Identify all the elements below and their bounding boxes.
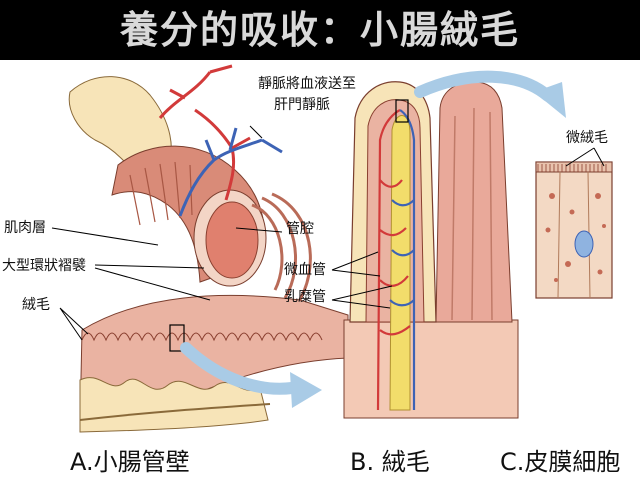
- capillary-blue: [389, 109, 416, 410]
- label-capillary: 微血管: [284, 262, 326, 278]
- arrow-b-to-c-head: [534, 82, 566, 118]
- villi-surface: [81, 332, 323, 342]
- label-vein-line2: 肝門靜脈: [274, 97, 330, 113]
- label-muscle-layer: 肌肉層: [4, 220, 46, 236]
- epithelial-cell-illustration: [535, 147, 613, 299]
- artery: [158, 64, 251, 201]
- arrow-b-to-c: [414, 70, 554, 102]
- caption-c: C.皮膜細胞: [500, 448, 621, 476]
- label-microvilli: 微絨毛: [566, 130, 608, 146]
- villus-base: [343, 319, 519, 419]
- cell-nucleus: [574, 230, 594, 258]
- label-lumen: 管腔: [286, 221, 314, 237]
- arrow-a-to-b-head: [290, 372, 322, 408]
- caption-b: B. 絨毛: [350, 448, 430, 476]
- zoom-box-a: [169, 324, 185, 352]
- submucosa: [79, 377, 269, 433]
- label-lacteal: 乳糜管: [284, 289, 326, 305]
- label-circular-folds: 大型環狀褶襞: [2, 258, 86, 274]
- label-vein-line1: 靜脈將血液送至: [258, 76, 356, 92]
- zoom-box-b: [395, 99, 409, 123]
- caption-a: A.小腸管壁: [70, 448, 190, 476]
- lacteal: [389, 115, 411, 411]
- villus-illustration: [331, 81, 519, 419]
- capillary-red: [376, 109, 411, 411]
- title-bar: 養分的吸收：小腸絨毛: [0, 0, 640, 60]
- intestine-wall-illustration: [51, 64, 349, 433]
- arrow-a-to-b: [180, 342, 298, 395]
- page-title: 養分的吸收：小腸絨毛: [119, 8, 520, 52]
- label-villi: 絨毛: [22, 297, 50, 313]
- vein: [178, 127, 283, 217]
